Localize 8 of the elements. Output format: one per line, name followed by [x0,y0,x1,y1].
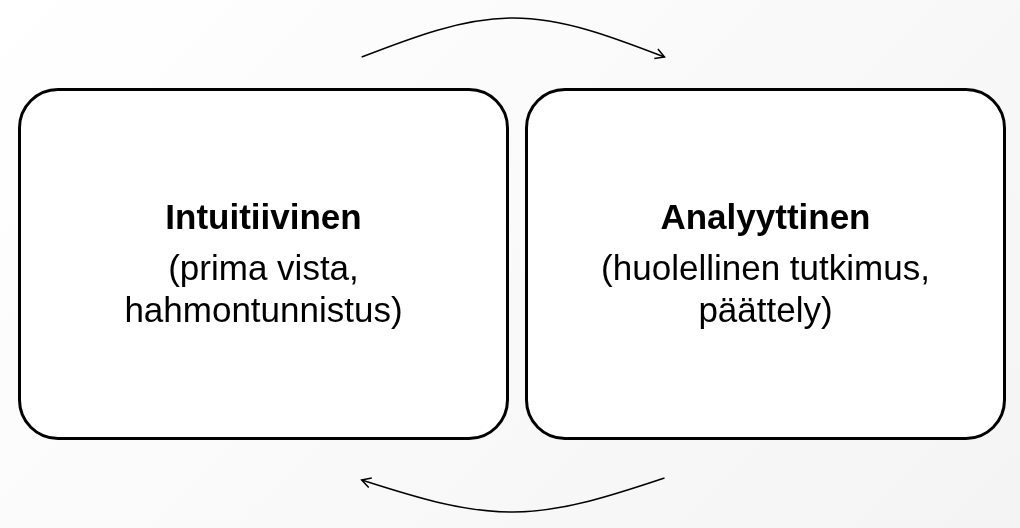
rounded-box [18,88,509,440]
box-description: (prima vista, hahmontunnistus) [123,247,404,331]
box-heading: Intuitiivinen [165,197,362,237]
curved-arrow [360,17,666,60]
box-description: (huolellinen tutkimus, päättely) [600,247,931,331]
curved-arrow [360,477,666,513]
box-heading: Analyyttinen [660,197,871,237]
rounded-box [525,88,1006,440]
